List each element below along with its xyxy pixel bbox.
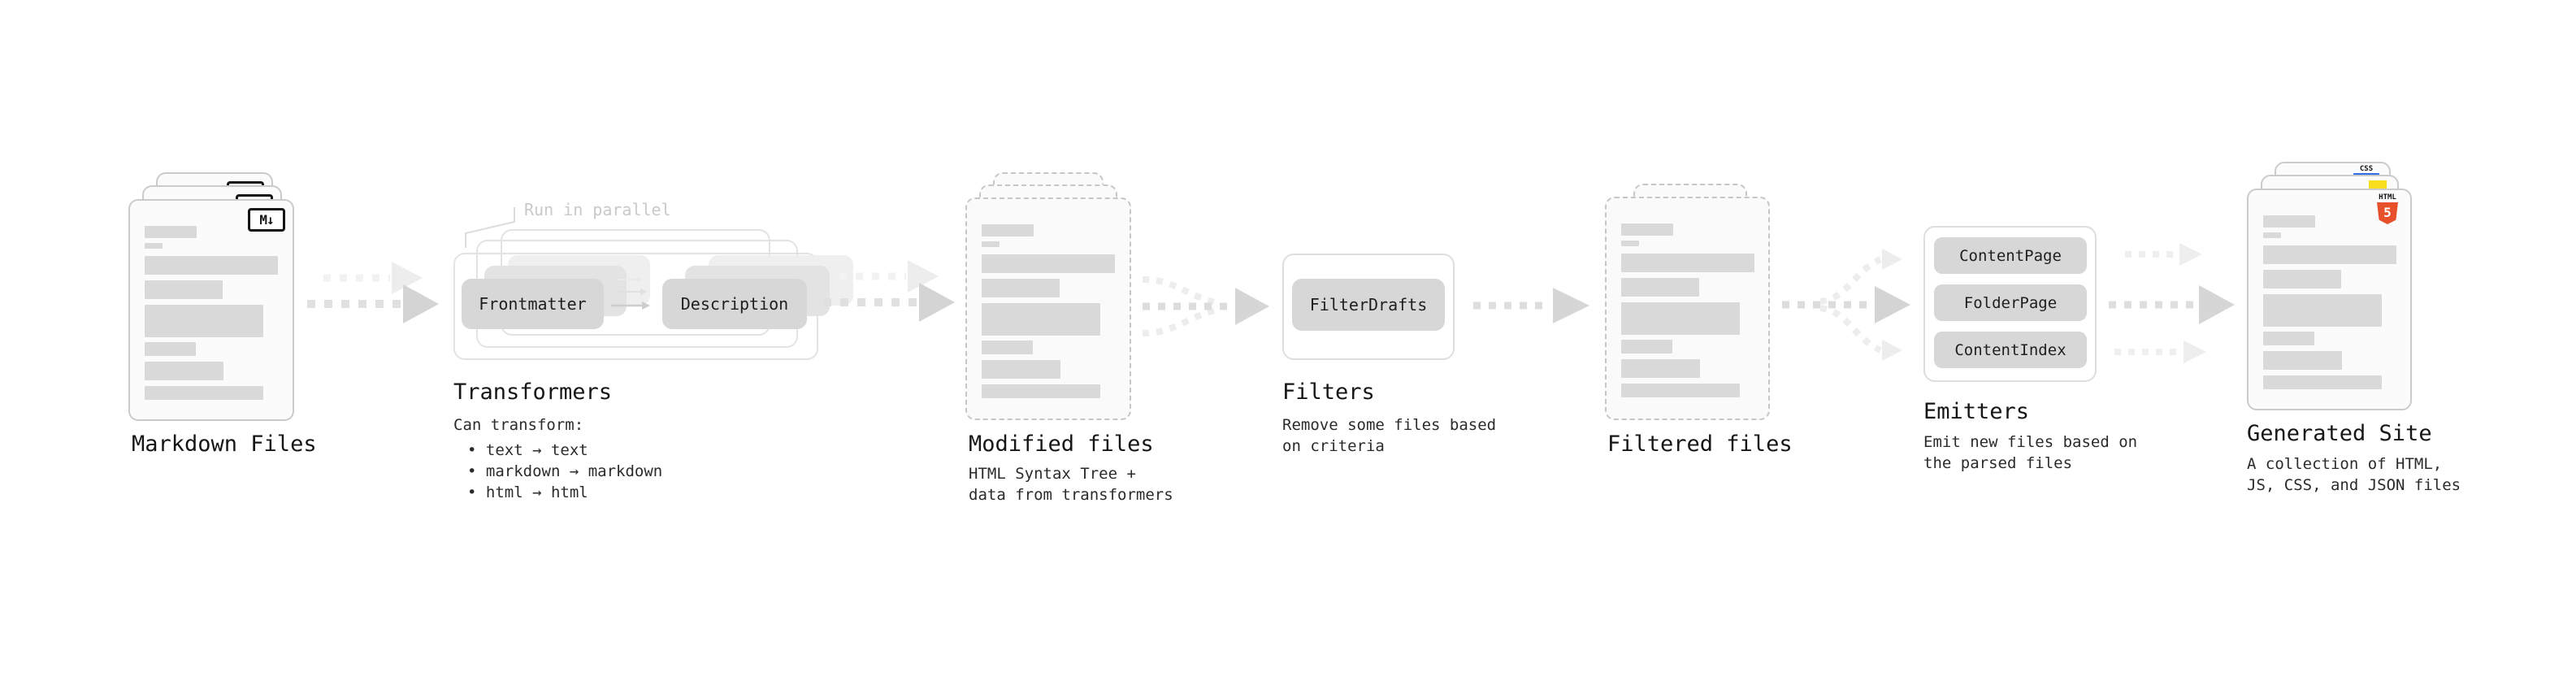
contentindex-node: ContentIndex [1934,332,2087,368]
flow-arrow-modified-to-filters [1142,276,1269,336]
modified-files-desc: data from transformers [969,486,1173,504]
placeholder-bar [145,362,223,380]
flow-arrow-transformers-to-modified [823,260,955,322]
placeholder-bar [145,342,196,356]
placeholder-bar [145,256,278,275]
generated-site-label: Generated Site [2247,421,2432,446]
placeholder-bar [982,279,1060,297]
generated-site-desc: A collection of HTML, [2247,455,2443,473]
placeholder-bar [982,303,1100,336]
folderpage-node: FolderPage [1934,284,2087,321]
frontmatter-node: Frontmatter [462,279,604,329]
placeholder-bar [2263,215,2315,228]
transform-arrows [611,276,650,310]
placeholder-bar [145,226,197,238]
markdown-files-label: Markdown Files [132,432,317,457]
emitters-desc: the parsed files [1923,454,2073,472]
placeholder-bar [982,241,1000,247]
filters-desc: Remove some files based [1282,416,1497,434]
description-node: Description [662,279,807,329]
placeholder-bar [1621,384,1740,397]
flow-arrow-emitters-to-site [2109,243,2235,363]
placeholder-bar [2263,294,2382,327]
placeholder-bar [2263,332,2314,345]
filters-label: Filters [1282,380,1375,405]
transformers-bullet: • text → text [467,441,588,459]
placeholder-bar [982,360,1060,379]
modified-files-desc: HTML Syntax Tree + [969,465,1136,483]
placeholder-bar [2263,375,2382,389]
placeholder-bar [982,340,1033,354]
placeholder-bar [982,224,1034,236]
filterdrafts-node: FilterDrafts [1292,279,1445,331]
generated-file-card-front: HTML 5 [2247,189,2412,410]
placeholder-bar [2263,351,2342,370]
transformers-bullet: • markdown → markdown [467,462,663,480]
flow-arrow-filtered-to-emitters [1782,249,1910,361]
emitters-desc: Emit new files based on [1923,433,2138,451]
javascript-icon [2369,180,2387,190]
placeholder-bar [145,280,223,299]
filters-desc: on criteria [1282,437,1385,455]
transformers-bullet: • html → html [467,484,588,501]
modified-files-label: Modified files [969,432,1154,457]
placeholder-bar [1621,278,1699,297]
markdown-file-card-front: M↓ [128,199,294,421]
note-leader-line [465,207,515,248]
modified-file-card-front [965,197,1131,420]
filtered-file-card-front [1605,197,1770,420]
generated-site-desc: JS, CSS, and JSON files [2247,476,2461,494]
transformers-desc-title: Can transform: [453,416,584,434]
placeholder-bar [982,254,1115,273]
emitters-label: Emitters [1923,399,2030,424]
placeholder-bar [1621,340,1672,354]
placeholder-bar [2263,270,2341,288]
placeholder-bar [145,243,163,249]
placeholder-bar [982,384,1100,398]
placeholder-bar [2263,245,2396,264]
flow-arrow-filters-to-filtered [1473,288,1589,323]
placeholder-bar [1621,254,1754,272]
contentpage-node: ContentPage [1934,237,2087,274]
placeholder-bar [2263,232,2281,238]
run-in-parallel-note: Run in parallel [524,200,671,219]
markdown-icon: M↓ [248,208,285,232]
placeholder-bar [1621,241,1639,246]
filtered-files-label: Filtered files [1607,432,1793,457]
placeholder-bar [145,386,263,400]
html5-icon: HTML 5 [2376,194,2399,224]
flow-arrow-markdown-to-transformers [307,262,439,323]
placeholder-bar [1621,302,1740,335]
transformers-label: Transformers [453,380,613,405]
placeholder-bar [1621,359,1700,378]
placeholder-bar [1621,223,1673,236]
placeholder-bar [145,305,263,337]
